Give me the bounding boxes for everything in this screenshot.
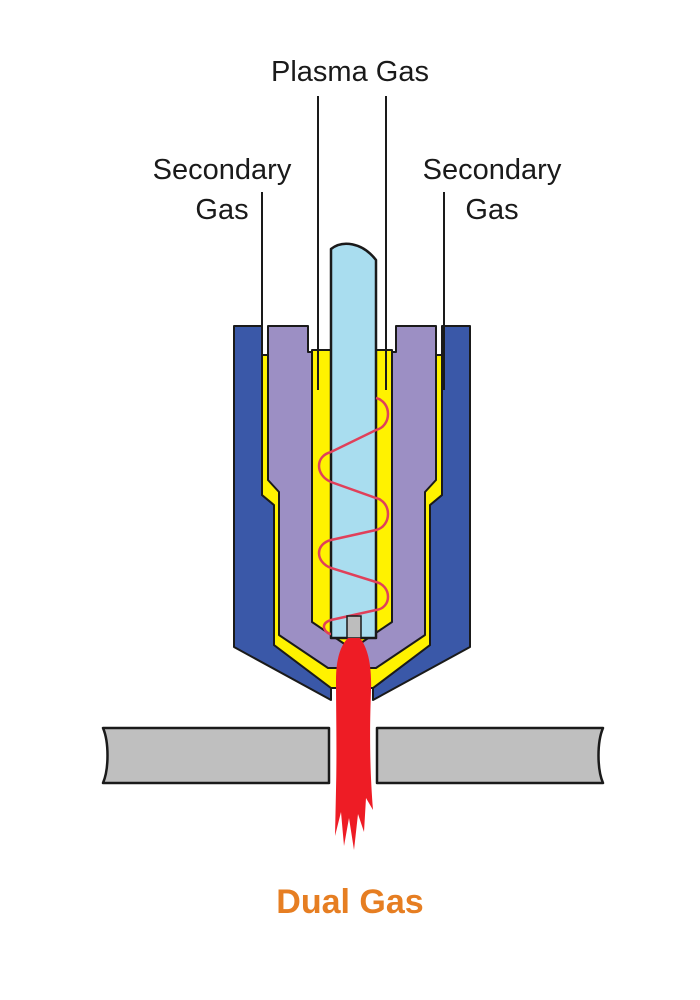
plasma-arc	[335, 638, 373, 850]
secondary-gas-label-left-line1: Secondary	[152, 154, 292, 186]
secondary-gas-label-right-line2: Gas	[465, 194, 519, 226]
workpiece-left	[101, 726, 331, 785]
diagram-caption: Dual Gas	[276, 883, 424, 921]
secondary-gas-label-right-line1: Secondary	[422, 154, 562, 186]
plasma-gas-label: Plasma Gas	[271, 56, 429, 88]
secondary-gas-label-left: Secondary Gas	[122, 150, 322, 230]
tip-insert	[346, 615, 362, 639]
secondary-gas-label-right: Secondary Gas	[392, 150, 592, 230]
secondary-gas-label-left-line2: Gas	[195, 194, 249, 226]
workpiece-right	[375, 726, 605, 785]
swirl-coil	[317, 396, 390, 636]
